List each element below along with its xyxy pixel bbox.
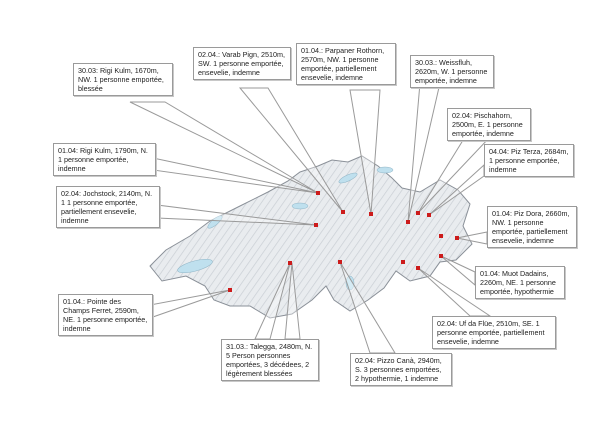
callout-talegga: 31.03.: Talegga, 2480m, N. 5 Person pers… (221, 339, 319, 381)
marker[interactable] (288, 261, 292, 265)
callout-uf-da-flue: 02.04: Uf da Flüe, 2510m, SE. 1 personne… (432, 316, 556, 349)
callout-rigi-kulm-0104: 01.04: Rigi Kulm, 1790m, N. 1 personne e… (53, 143, 156, 176)
marker[interactable] (439, 234, 443, 238)
marker[interactable] (427, 213, 431, 217)
callout-piz-dora: 01.04: Piz Dora, 2660m, NW. 1 personne e… (487, 206, 577, 248)
lakes (177, 166, 394, 291)
leader-lines (129, 82, 492, 354)
marker[interactable] (455, 236, 459, 240)
marker[interactable] (416, 211, 420, 215)
marker[interactable] (316, 191, 320, 195)
marker[interactable] (314, 223, 318, 227)
marker[interactable] (401, 260, 405, 264)
callout-pizzo-cana: 02.04: Pizzo Canà, 2940m, S. 3 personnes… (350, 353, 452, 386)
callout-weissfluh: 30.03.: Weissfluh, 2620m, W. 1 personne … (410, 55, 494, 88)
switzerland-outline (149, 155, 473, 319)
marker[interactable] (406, 220, 410, 224)
marker[interactable] (369, 212, 373, 216)
callout-jochstock: 02.04: Jochstock, 2140m, N. 1 1 personne… (56, 186, 160, 228)
callout-piz-terza: 04.04: Piz Terza, 2684m, 1 personne empo… (484, 144, 574, 177)
callout-pischahorn: 02.04: Pischahorn, 2500m, E. 1 personne … (447, 108, 531, 141)
marker[interactable] (228, 288, 232, 292)
callout-parpaner-rothorn: 01.04.: Parpaner Rothorn, 2570m, NW. 1 p… (296, 43, 396, 85)
marker[interactable] (416, 266, 420, 270)
callout-pointe-des-champs-ferret: 01.04.: Pointe des Champs Ferret, 2590m,… (58, 294, 153, 336)
marker[interactable] (439, 254, 443, 258)
incident-markers (228, 191, 459, 292)
marker[interactable] (338, 260, 342, 264)
callout-varab-pign: 02.04.: Varab Pign, 2510m, SW. 1 personn… (193, 47, 291, 80)
callout-muot-dadains: 01.04: Muot Dadains, 2260m, NE. 1 person… (475, 266, 565, 299)
callout-rigi-kulm-3003: 30.03: Rigi Kulm, 1670m, NW. 1 personne … (73, 63, 173, 96)
marker[interactable] (341, 210, 345, 214)
